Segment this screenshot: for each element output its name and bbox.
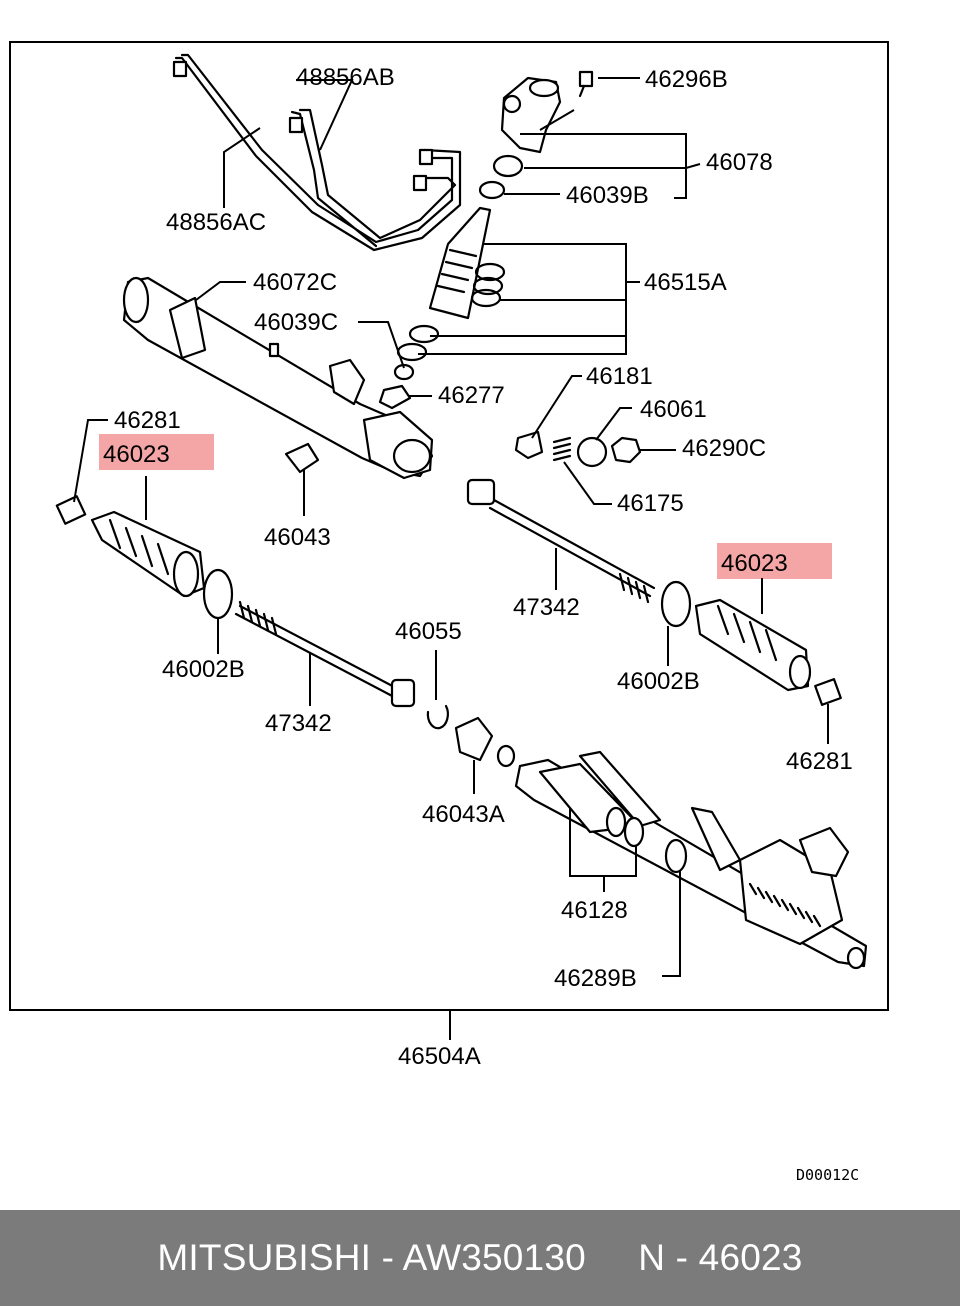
yoke-46181 bbox=[514, 430, 544, 460]
label-46290C: 46290C bbox=[682, 435, 766, 462]
label-46128: 46128 bbox=[561, 897, 628, 924]
valve-housing bbox=[500, 70, 594, 154]
label-46504A: 46504A bbox=[398, 1043, 481, 1070]
label-46078: 46078 bbox=[706, 149, 773, 176]
label-46023-right: 46023 bbox=[721, 550, 788, 577]
band-46002B-left bbox=[202, 568, 234, 620]
label-46039C: 46039C bbox=[254, 309, 338, 336]
label-48856AB: 48856AB bbox=[296, 64, 395, 91]
label-46281-right: 46281 bbox=[786, 748, 853, 775]
label-46061: 46061 bbox=[640, 396, 707, 423]
highlight-46023-right bbox=[717, 543, 832, 579]
nut-46290C bbox=[610, 436, 642, 464]
ring-lower bbox=[396, 342, 428, 362]
label-46023-left: 46023 bbox=[103, 441, 170, 468]
boot-46023-right bbox=[694, 598, 812, 692]
pressure-pipes bbox=[172, 53, 462, 252]
leader-lines bbox=[73, 77, 829, 977]
label-47342-right: 47342 bbox=[513, 594, 580, 621]
label-46002B-right: 46002B bbox=[617, 668, 700, 695]
spring-46175 bbox=[552, 436, 572, 462]
reference-code: D00012C bbox=[796, 1166, 859, 1184]
label-46175: 46175 bbox=[617, 490, 684, 517]
washer-small bbox=[496, 744, 516, 768]
footer-caption: MITSUBISHI - AW350130 N - 46023 bbox=[157, 1237, 803, 1278]
seal-46078 bbox=[492, 154, 524, 178]
label-46515A: 46515A bbox=[644, 269, 727, 296]
label-46277: 46277 bbox=[438, 382, 505, 409]
clip-46281-right bbox=[814, 678, 842, 706]
label-47342-left: 47342 bbox=[265, 710, 332, 737]
label-46043: 46043 bbox=[264, 524, 331, 551]
ring-46055 bbox=[426, 704, 449, 730]
label-46002B-left: 46002B bbox=[162, 656, 245, 683]
label-46072C: 46072C bbox=[253, 269, 337, 296]
pinion-valve bbox=[428, 206, 506, 320]
label-46039B: 46039B bbox=[566, 182, 649, 209]
label-48856AC: 48856AC bbox=[166, 209, 266, 236]
gear-housing-lower bbox=[514, 750, 868, 970]
label-46055: 46055 bbox=[395, 618, 462, 645]
bushing-46043A bbox=[454, 716, 494, 762]
boot-46023-left bbox=[90, 510, 206, 598]
gear-housing-upper bbox=[122, 276, 434, 480]
label-46281-left: 46281 bbox=[114, 407, 181, 434]
label-46289B: 46289B bbox=[554, 965, 637, 992]
highlight-46023-left bbox=[99, 434, 214, 470]
label-46296B: 46296B bbox=[645, 66, 728, 93]
gasket-46277 bbox=[378, 384, 412, 410]
label-46181: 46181 bbox=[586, 363, 653, 390]
plug-46061 bbox=[576, 436, 608, 468]
parts-diagram: 48856AB 48856AC 46296B 46078 46039B 4651… bbox=[9, 41, 889, 1184]
seal-46039B bbox=[478, 180, 506, 200]
clip-46281-left bbox=[55, 495, 87, 525]
ring-46515A bbox=[408, 324, 440, 344]
bushing-46043 bbox=[284, 442, 320, 474]
tie-rod-47342-right bbox=[466, 478, 656, 604]
band-46002B-right bbox=[660, 580, 692, 628]
footer-bar: MITSUBISHI - AW350130 N - 46023 bbox=[0, 1210, 960, 1306]
label-46043A: 46043A bbox=[422, 801, 505, 828]
tie-rod-47342-left bbox=[234, 600, 416, 708]
